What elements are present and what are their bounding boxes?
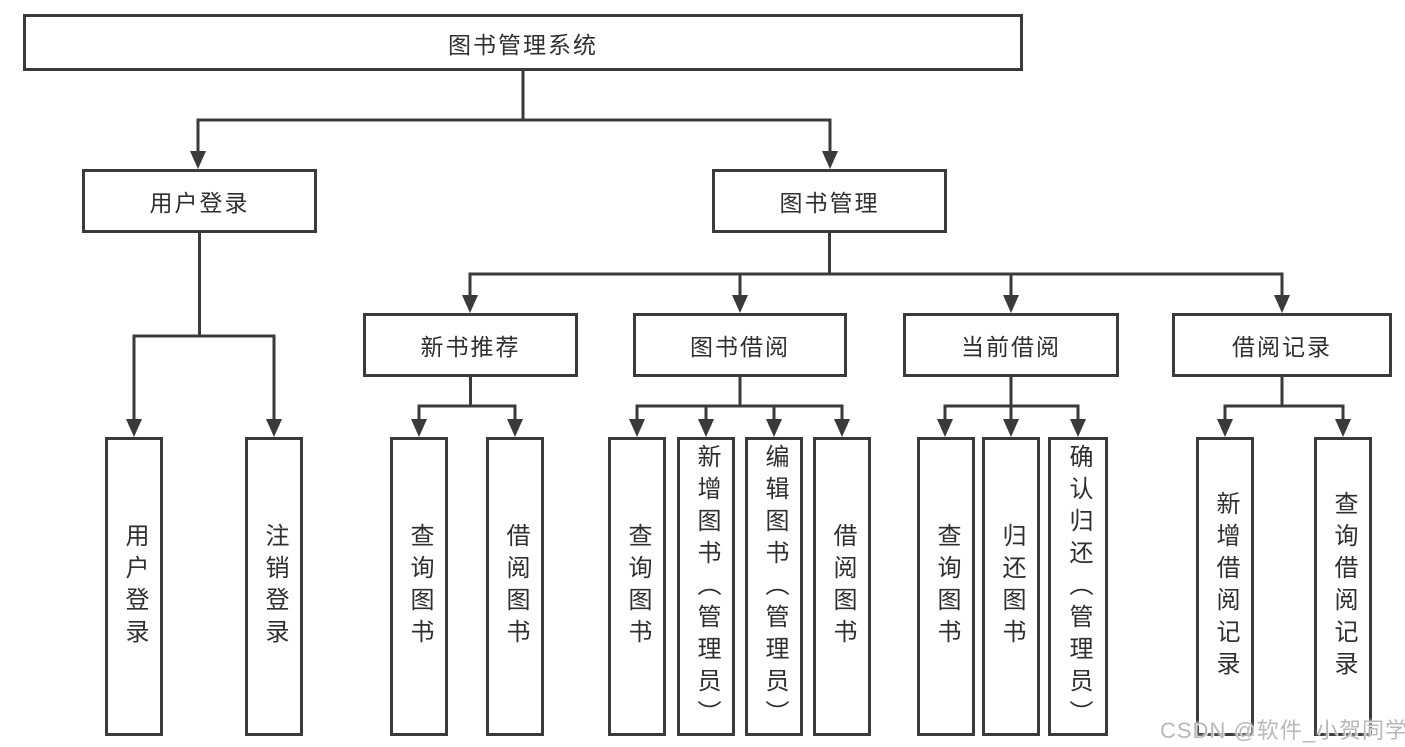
node-root-book-management-system: 图书管理系统 [23, 14, 1023, 71]
leaf-borrow-add-books-admin: 新增图书（管理员） [677, 437, 735, 736]
leaf-records-add-borrow-record: 新增借阅记录 [1196, 437, 1254, 736]
leaf-borrow-edit-books-admin: 编辑图书（管理员） [745, 437, 803, 736]
leaf-borrow-query-books: 查询图书 [608, 437, 666, 736]
node-book-borrowing: 图书借阅 [633, 313, 847, 377]
node-new-book-recommendation: 新书推荐 [363, 313, 578, 377]
leaf-borrow-borrow-books: 借阅图书 [813, 437, 871, 736]
csdn-watermark: CSDN @软件_小贺同学 [1160, 718, 1405, 743]
node-book-management: 图书管理 [712, 169, 947, 233]
leaf-current-query-books: 查询图书 [917, 437, 975, 736]
node-borrowing-records: 借阅记录 [1172, 313, 1392, 377]
leaf-newbook-query-books: 查询图书 [390, 437, 448, 736]
node-current-borrowing: 当前借阅 [903, 313, 1119, 377]
node-user-login: 用户登录 [82, 169, 317, 233]
leaf-records-query-borrow-record: 查询借阅记录 [1314, 437, 1372, 736]
leaf-current-confirm-return-admin: 确认归还（管理员） [1048, 437, 1108, 736]
leaf-newbook-borrow-books: 借阅图书 [486, 437, 544, 736]
leaf-user-login: 用户登录 [105, 437, 163, 736]
leaf-logout: 注销登录 [245, 437, 303, 736]
leaf-current-return-books: 归还图书 [982, 437, 1040, 736]
